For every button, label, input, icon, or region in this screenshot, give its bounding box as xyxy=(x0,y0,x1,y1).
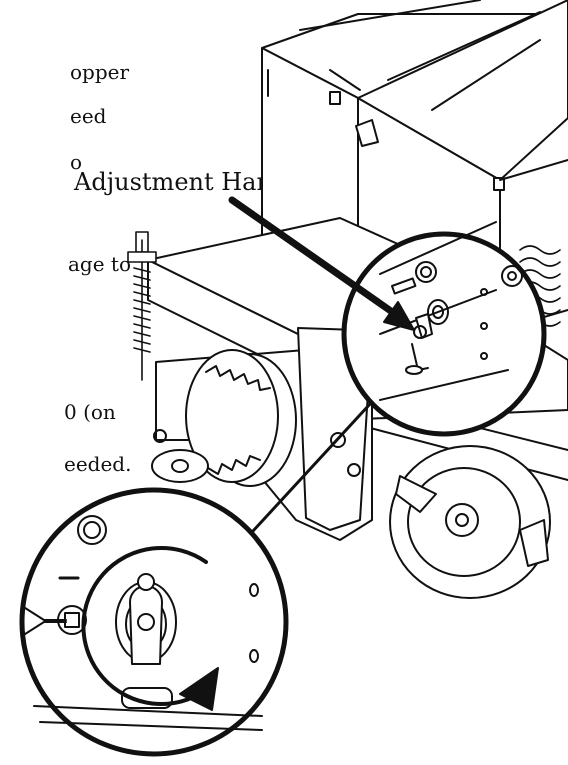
closing-wheels xyxy=(151,349,297,487)
handle-zoom-circle xyxy=(341,221,547,437)
opener-disc xyxy=(389,445,551,599)
text-fragment-6: eeded. xyxy=(64,452,132,476)
detail-zoom-circle xyxy=(19,487,289,757)
callout-arrow xyxy=(228,196,415,331)
text-fragment-2: eed xyxy=(70,104,107,128)
detail-leader-line xyxy=(228,402,372,558)
text-fragment-5: 0 (on xyxy=(64,400,116,424)
text-fragment-1: opper xyxy=(70,60,130,84)
text-fragment-3: o xyxy=(70,150,83,174)
drive-spring xyxy=(519,245,561,327)
text-fragment-4: age to xyxy=(68,252,131,276)
down-pressure-spring xyxy=(127,231,157,381)
